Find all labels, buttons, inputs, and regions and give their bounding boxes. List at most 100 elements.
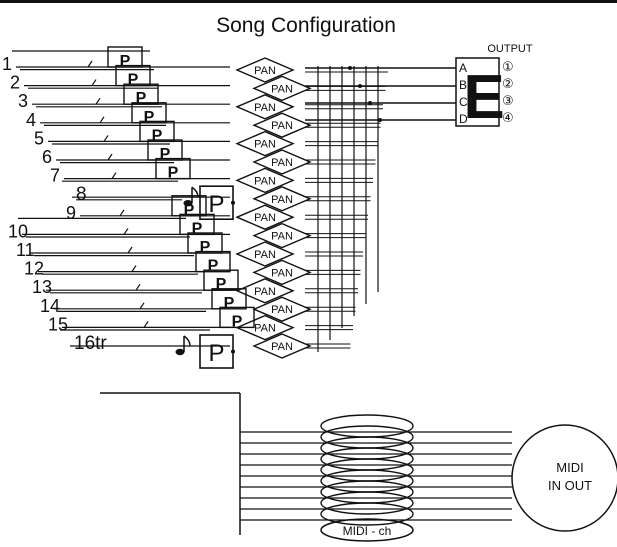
pattern-box (115, 64, 151, 87)
output-label: OUTPUT (487, 43, 533, 55)
pattern-box (179, 213, 215, 236)
pan-label: PAN (271, 267, 293, 279)
pan-node: PAN (252, 149, 312, 175)
note-tick (123, 228, 129, 235)
pan-node: PAN (252, 112, 312, 138)
pan-diamond (252, 112, 312, 138)
midi-port-circle (511, 424, 617, 532)
pan-node: PAN (252, 75, 312, 102)
pan-stack: PANPANPANPANPANPANPANPANPANPANPANPANPANP… (235, 57, 312, 359)
track-label: 1 (2, 54, 12, 74)
pattern-box (147, 139, 183, 161)
effect-letter: E (463, 63, 504, 132)
pan-diamond (235, 204, 295, 230)
track-label: 2 (10, 73, 20, 93)
midi-channel-coils (320, 414, 414, 526)
track-label: 9 (66, 203, 76, 223)
junction-dot (378, 118, 382, 122)
junction-dot (368, 101, 372, 105)
midi-coil (320, 502, 414, 526)
pattern-box (187, 232, 223, 254)
track-label: 16tr (74, 333, 107, 354)
note-tick (87, 60, 93, 68)
pan-diamond (252, 333, 312, 359)
pattern-box (211, 288, 247, 310)
pattern-box (139, 120, 175, 143)
pattern-box-label: P (160, 146, 171, 163)
note-tick (107, 153, 113, 161)
pan-label: PAN (271, 83, 293, 95)
track-label: 8 (76, 184, 87, 205)
pan-label: PAN (254, 249, 276, 261)
pan-node: PAN (235, 130, 295, 157)
pattern-box (131, 102, 167, 124)
midi-channel-label: MIDI - ch (343, 524, 392, 538)
pattern-box-label: P (184, 202, 195, 219)
track-label: 6 (42, 147, 52, 167)
pattern-box (195, 250, 231, 273)
effect-box (455, 57, 500, 127)
note-tick (95, 97, 101, 105)
pan-diamond (235, 314, 295, 341)
effect-output-block: OUTPUT E A B C D ① ② ③ ④ (455, 43, 533, 132)
pan-node: PAN (252, 186, 312, 212)
pan-diamond (252, 75, 312, 102)
pan-diamond (252, 259, 312, 286)
junction-dot (231, 200, 235, 205)
pan-bus-matrix (305, 66, 456, 352)
pan-node: PAN (252, 333, 312, 359)
track-label: 12 (24, 259, 44, 279)
pan-diamond (235, 241, 295, 267)
pattern-box-label: P (200, 239, 211, 256)
note-tick (103, 135, 109, 142)
track-label: 15 (48, 314, 68, 334)
pan-label: PAN (254, 323, 276, 335)
pan-diamond (235, 130, 295, 157)
effect-input-b: B (459, 78, 467, 92)
pan-label: PAN (271, 341, 293, 353)
midi-channel-oval (320, 518, 414, 542)
pan-label: PAN (271, 231, 293, 243)
pan-node: PAN (235, 57, 295, 83)
midi-port-label-line2: IN OUT (548, 478, 592, 493)
output-2-marker: ② (502, 76, 514, 91)
midi-section: MIDI - ch MIDI IN OUT (100, 392, 617, 542)
pan-node: PAN (252, 296, 312, 322)
pattern-box (155, 157, 191, 180)
pan-node: PAN (252, 222, 312, 249)
pan-diamond (252, 296, 312, 322)
pan-node: PAN (235, 167, 295, 194)
pan-label: PAN (254, 65, 276, 77)
note-tick (91, 79, 97, 86)
pan-node: PAN (235, 241, 295, 267)
pan-label: PAN (254, 139, 276, 151)
output-3-marker: ③ (502, 93, 514, 108)
note-tick (119, 209, 125, 217)
pattern-box (171, 195, 207, 217)
eighth-note-icon (175, 335, 191, 356)
track-label: 10 (8, 221, 28, 241)
midi-channel-lines (240, 431, 512, 521)
junction-dot (348, 66, 352, 70)
pattern-box-label: P (120, 53, 131, 70)
track-label: 13 (32, 277, 52, 297)
pan-diamond (252, 149, 312, 175)
pan-label: PAN (254, 212, 276, 224)
pan-node: PAN (235, 94, 295, 120)
midi-port-label-line1: MIDI (556, 460, 583, 475)
effect-input-d: D (459, 112, 468, 126)
effect-input-c: C (459, 95, 468, 109)
pattern-box-label: P (168, 165, 179, 182)
track-label: 3 (18, 91, 28, 111)
